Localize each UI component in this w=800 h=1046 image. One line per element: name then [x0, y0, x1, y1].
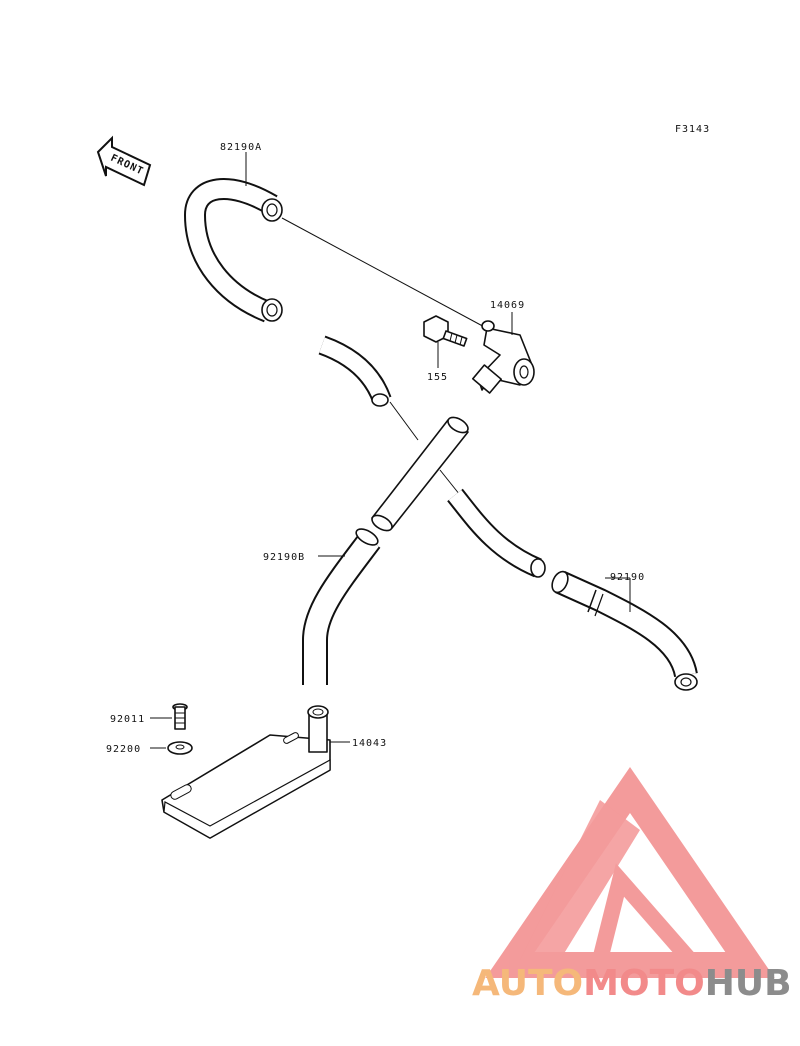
fitting-14069: [471, 320, 535, 394]
watermark-moto: MOTO: [583, 963, 705, 1004]
hose-82190A: [183, 178, 283, 323]
label-14043: 14043: [352, 738, 387, 749]
bolt-155: [423, 315, 468, 347]
label-92190: 92190: [610, 572, 645, 583]
watermark-hub: HUB: [705, 963, 792, 1004]
automotohub-logo: [485, 767, 775, 978]
bracket-14043: [161, 705, 331, 839]
leader-82190A-14069: [281, 217, 491, 331]
label-92190B: 92190B: [263, 552, 305, 563]
screw-92011: [172, 703, 188, 730]
watermark-text: AUTOMOTOHUB: [472, 963, 792, 1004]
hose-upper-short: [318, 335, 392, 407]
label-92200: 92200: [106, 744, 141, 755]
leader-tube-right-hose: [439, 469, 461, 496]
label-92011: 92011: [110, 714, 145, 725]
front-arrow-icon: FRONT: [96, 135, 152, 187]
label-155: 155: [427, 372, 448, 383]
watermark-auto: AUTO: [472, 963, 583, 1004]
hose-92190B: [302, 528, 381, 685]
hose-right-short: [447, 488, 546, 578]
tube-center: [371, 416, 469, 532]
label-82190A: 82190A: [220, 142, 262, 153]
leader-upper-hose-tube: [389, 401, 419, 441]
figure-code: F3143: [675, 124, 710, 135]
washer-92200: [167, 741, 193, 755]
label-14069: 14069: [490, 300, 525, 311]
hose-92190: [551, 570, 698, 691]
